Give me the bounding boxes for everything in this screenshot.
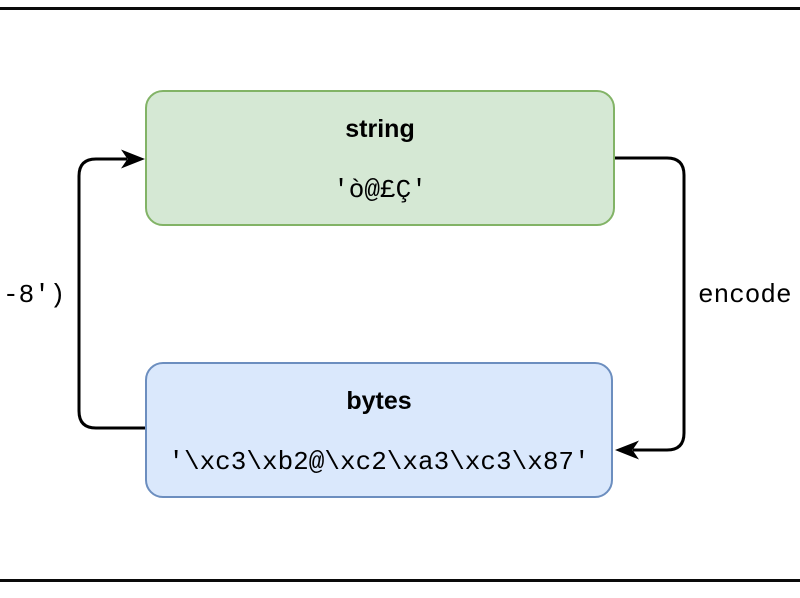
string-node: string 'ò@£Ç' xyxy=(145,90,615,226)
decode-label-clipped: -8') xyxy=(3,280,66,310)
string-node-title: string xyxy=(345,115,415,143)
encode-arrowhead xyxy=(615,440,639,460)
bytes-node: bytes '\xc3\xb2@\xc2\xa3\xc3\x87' xyxy=(145,362,613,498)
decode-arrow xyxy=(77,149,145,430)
bottom-border-line xyxy=(0,579,800,582)
string-node-value: 'ò@£Ç' xyxy=(333,175,427,205)
encode-label: encode xyxy=(698,280,792,310)
encode-arrow xyxy=(615,156,686,460)
bytes-node-title: bytes xyxy=(346,387,412,415)
decode-arrowhead xyxy=(121,149,145,169)
top-border-line xyxy=(0,7,800,10)
bytes-node-value: '\xc3\xb2@\xc2\xa3\xc3\x87' xyxy=(168,447,590,477)
